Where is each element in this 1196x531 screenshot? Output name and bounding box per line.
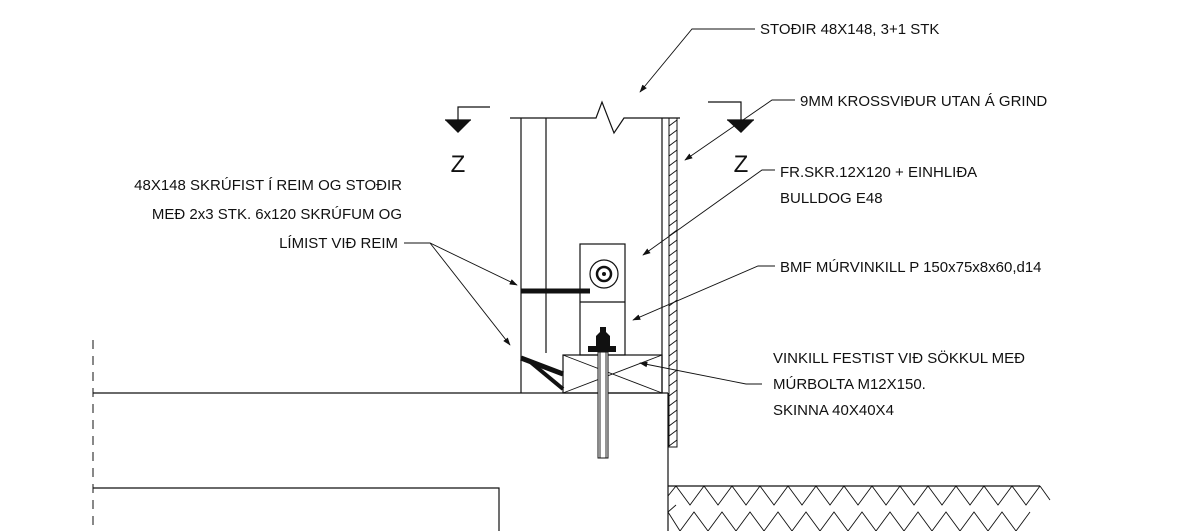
- callout-screw-line2: MEÐ 2x3 STK. 6x120 SKRÚFUM OG: [152, 206, 402, 223]
- plywood-sheathing: [668, 117, 678, 448]
- callout-angle: BMF MÚRVINKILL P 150x75x8x60,d14: [780, 259, 1042, 276]
- section-mark-left: Z: [445, 106, 490, 178]
- leader-lines: [404, 28, 795, 385]
- sole-plate: [562, 354, 663, 394]
- callout-fix-line3: SKINNA 40X40X4: [773, 402, 894, 419]
- section-label-left: Z: [451, 151, 466, 178]
- screws: [520, 288, 590, 391]
- callout-screw-line1: 48X148 SKRÚFIST Í REIM OG STOÐIR: [134, 177, 402, 194]
- callout-screw-line3: LÍMIST VIÐ REIM: [279, 235, 398, 252]
- stud-wall: [510, 100, 680, 393]
- callout-studs: STOÐIR 48X148, 3+1 STK: [760, 21, 939, 38]
- angle-bracket: [579, 243, 626, 459]
- callout-plywood: 9MM KROSSVIÐUR UTAN Á GRIND: [800, 93, 1047, 110]
- callout-fix-line1: VINKILL FESTIST VIÐ SÖKKUL MEÐ: [773, 349, 1025, 367]
- section-label-right: Z: [734, 151, 749, 178]
- callout-bolt-line2: BULLDOG E48: [780, 190, 883, 207]
- callout-bolt-line1: FR.SKR.12X120 + EINHLIÐA: [780, 164, 977, 181]
- foundation: [92, 340, 669, 531]
- callout-fix-line2: MÚRBOLTA M12X150.: [773, 376, 926, 393]
- section-mark-right: Z: [708, 101, 754, 178]
- ground-hatch: [667, 485, 1051, 531]
- callout-texts: STOÐIR 48X148, 3+1 STK 9MM KROSSVIÐUR UT…: [134, 21, 1047, 419]
